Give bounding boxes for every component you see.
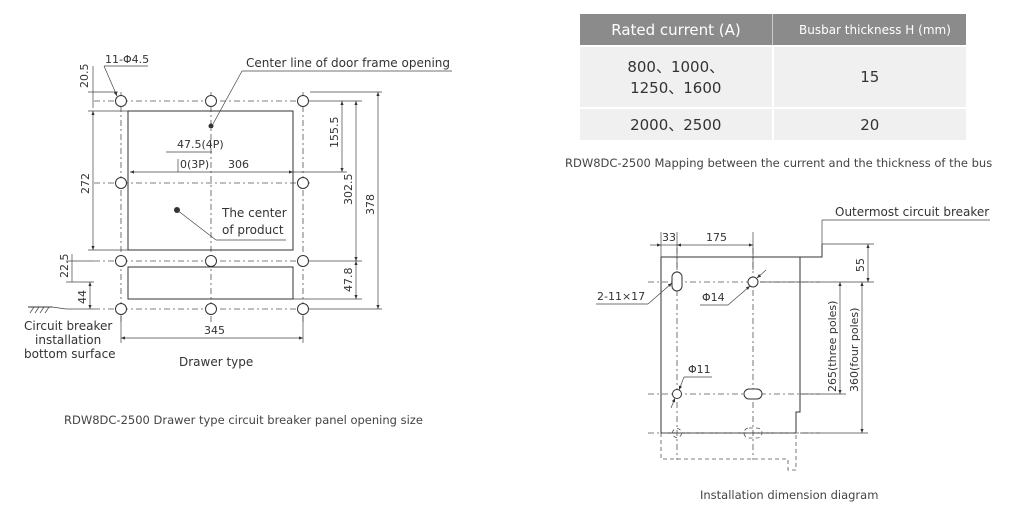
table-header-row: Rated current (A) Busbar thickness H (mm… xyxy=(580,14,966,46)
dim-22-5: 22.5 xyxy=(58,254,71,279)
left-caption: RDW8DC-2500 Drawer type circuit breaker … xyxy=(64,413,423,427)
mounting-hole xyxy=(115,303,127,315)
slot-hole xyxy=(743,388,763,400)
phi14-label: Φ14 xyxy=(702,291,725,304)
dim-55: 55 xyxy=(854,258,867,272)
header-busbar-thickness: Busbar thickness H (mm) xyxy=(772,14,966,46)
dim-47-5-4p: 47.5(4P) xyxy=(177,138,224,151)
right-caption: Installation dimension diagram xyxy=(700,488,878,502)
center-label-2: of product xyxy=(222,223,284,237)
slot-hole xyxy=(671,271,683,292)
table-cell-thickness: 15 xyxy=(772,45,966,108)
dim-0-3p: 0(3P) xyxy=(180,158,209,171)
dim-20-5: 20.5 xyxy=(78,64,91,89)
drawer-type-subtitle: Drawer type xyxy=(179,355,253,369)
table-cell-current: 800、1000、 1250、1600 xyxy=(580,45,774,108)
slot-spec-label: 2-11×17 xyxy=(597,290,645,303)
hole-phi11 xyxy=(672,389,682,399)
dim-302-5: 302.5 xyxy=(342,174,355,206)
centerline-label: Center line of door frame opening xyxy=(246,56,450,70)
table-row: 800、1000、 1250、1600 15 xyxy=(580,45,966,108)
dim-306: 306 xyxy=(228,158,249,171)
current-line-1: 800、1000、 xyxy=(627,58,725,76)
outermost-breaker-label: Outermost circuit breaker xyxy=(835,205,989,219)
mounting-hole xyxy=(297,95,309,107)
dim-360-four-poles: 360(four poles) xyxy=(848,308,861,392)
table-cell-current: 2000、2500 xyxy=(580,107,774,140)
dim-175: 175 xyxy=(706,231,727,244)
installation-dimension-diagram: 33 175 Outermost circuit breaker 55 265(… xyxy=(596,205,990,502)
panel-opening-diagram: 11-Φ4.5 Center line of door frame openin… xyxy=(24,53,452,427)
dim-47-8: 47.8 xyxy=(342,268,355,293)
current-thickness-table: Rated current (A) Busbar thickness H (mm… xyxy=(580,14,966,140)
mounting-hole xyxy=(205,95,217,107)
cb-label-1: Circuit breaker xyxy=(24,319,112,333)
dim-155-5: 155.5 xyxy=(328,117,341,149)
mounting-hole xyxy=(205,303,217,315)
breaker-outline xyxy=(660,244,823,434)
dim-272: 272 xyxy=(79,173,92,194)
mounting-hole xyxy=(115,177,127,189)
dim-33: 33 xyxy=(662,231,676,244)
cb-label-2: installation xyxy=(35,333,101,347)
hole-phi14 xyxy=(747,276,759,288)
phi11-label: Φ11 xyxy=(688,363,711,376)
mounting-hole xyxy=(205,255,217,267)
table-row: 2000、2500 20 xyxy=(580,107,966,140)
dim-345: 345 xyxy=(204,324,225,337)
mounting-hole xyxy=(115,95,127,107)
lower-opening xyxy=(127,266,294,300)
center-label-1: The center xyxy=(221,206,287,220)
dim-44: 44 xyxy=(76,290,89,304)
current-line-2: 1250、1600 xyxy=(630,79,722,97)
mounting-hole xyxy=(297,255,309,267)
table-caption: RDW8DC-2500 Mapping between the current … xyxy=(565,156,993,170)
dim-378: 378 xyxy=(364,194,377,215)
table-cell-thickness: 20 xyxy=(772,107,966,140)
dim-265-three-poles: 265(three poles) xyxy=(826,301,839,392)
mounting-hole xyxy=(115,255,127,267)
mounting-hole xyxy=(297,177,309,189)
door-opening xyxy=(127,110,294,251)
hole-spec-label: 11-Φ4.5 xyxy=(105,53,149,66)
header-rated-current: Rated current (A) xyxy=(580,14,773,46)
mounting-hole xyxy=(297,303,309,315)
cb-label-3: bottom surface xyxy=(24,347,116,361)
